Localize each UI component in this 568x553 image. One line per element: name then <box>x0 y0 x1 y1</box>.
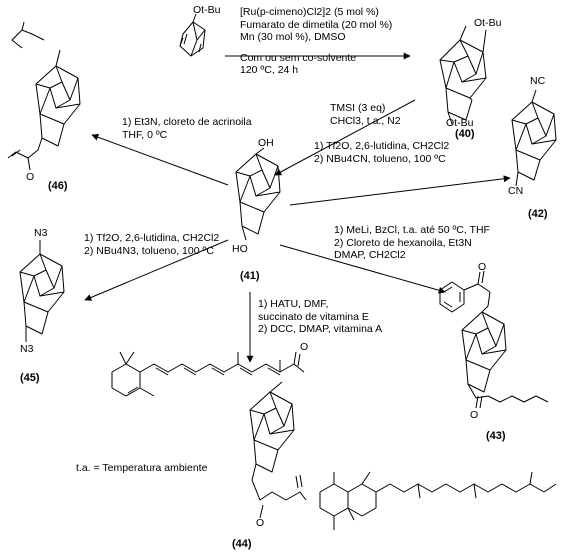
compound-label-44: (44) <box>232 538 252 550</box>
compound-41-structure <box>235 147 281 241</box>
arrow-to-41 <box>274 99 416 176</box>
atom-o-44-retinoyl: O <box>300 341 309 353</box>
atom-otbu-40-top: Ot-Bu <box>474 17 502 29</box>
conditions-to-43: 1) MeLi, BzCl, t.a. até 50 ºC, THF 2) Cl… <box>334 224 490 261</box>
atom-o-43-hex: O <box>470 409 479 421</box>
conditions-to-40: [Ru(p-cimeno)Cl2]2 (5 mol %) Fumarato de… <box>240 6 393 76</box>
atom-o-43-ester: O <box>478 261 487 273</box>
arrow-to-45 <box>84 239 229 301</box>
conditions-to-44: 1) HATU, DMF, succinato de vitamina E 2)… <box>258 298 383 335</box>
arrow-to-42 <box>289 175 511 206</box>
atom-otbu-start: Ot-Bu <box>193 4 221 16</box>
compound-43-structure <box>439 270 549 409</box>
conditions-to-46: 1) Et3N, cloreto de acrinoila THF, 0 ºC <box>122 116 252 141</box>
compound-45-structure <box>19 240 65 342</box>
atom-o-44-succ: O <box>256 517 265 529</box>
compound-40-structure <box>439 25 487 125</box>
atom-cn-42: CN <box>508 185 524 197</box>
conditions-to-45: 1) Tf2O, 2,6-lutidina, CH2Cl2 2) NBu4N3,… <box>84 232 220 257</box>
atom-otbu-40-bottom: Ot-Bu <box>446 117 474 129</box>
atom-o-46-acryl: O <box>26 171 35 183</box>
compound-42-structure <box>511 89 557 187</box>
conditions-to-42: 1) Tf2O, 2,6-lutidina, CH2Cl2 2) NBu4CN,… <box>314 140 450 165</box>
compound-label-40: (40) <box>455 128 475 140</box>
starting-material-structure <box>179 13 206 57</box>
atom-n3-45-bottom: N3 <box>20 343 34 355</box>
compound-label-42: (42) <box>528 208 548 220</box>
atom-nc-42: NC <box>530 75 546 87</box>
atom-n3-45-top: N3 <box>34 227 48 239</box>
arrow-to-43 <box>279 244 446 294</box>
arrow-to-46 <box>91 133 229 186</box>
compound-label-46: (46) <box>48 180 68 192</box>
compound-label-43: (43) <box>486 430 506 442</box>
compound-label-45: (45) <box>20 372 40 384</box>
atom-oh-41: OH <box>258 137 274 149</box>
conditions-to-41: TMSI (3 eq) CHCl3, t.a., N2 <box>330 102 401 127</box>
atom-ho-41: HO <box>232 243 248 255</box>
compound-label-41: (41) <box>240 270 260 282</box>
footnote: t.a. = Temperatura ambiente <box>76 462 208 474</box>
compound-44-structure <box>111 351 557 530</box>
compound-46-structure <box>7 21 81 171</box>
